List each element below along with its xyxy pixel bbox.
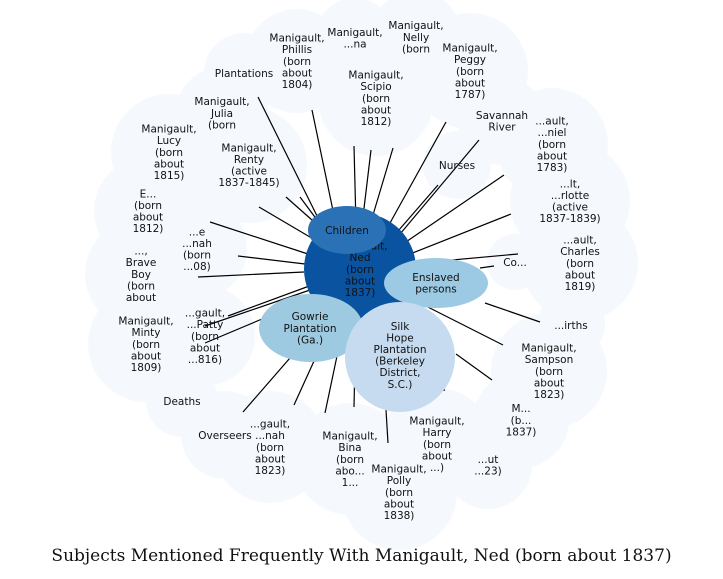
node-label-deaths: Deaths: [163, 396, 200, 408]
node-label-co: Co...: [503, 257, 527, 269]
node-circle-scipio: [318, 40, 434, 156]
node-label-nelly: Manigault,Nelly(born: [388, 20, 443, 55]
edge-23: [385, 409, 389, 444]
children-node-circle: [308, 206, 386, 254]
node-circle-m1823b: [444, 421, 532, 509]
node-label-m1823b: ...ut...23): [474, 454, 501, 478]
edge-8: [399, 174, 505, 247]
diagram-caption: Subjects Mentioned Frequently With Manig…: [51, 546, 672, 566]
children-node-label: Children: [325, 225, 369, 237]
node-circle-nurses: [423, 131, 491, 199]
edge-9: [404, 213, 512, 257]
major-nodes: Manigault,Ned(bornabout1837)ChildrenGowr…: [259, 206, 488, 412]
edge-6: [391, 184, 439, 239]
node-label-plantations: Plantations: [215, 68, 273, 80]
node-circle-polly: [341, 434, 457, 550]
edge-25: [455, 353, 493, 381]
edge-12: [258, 206, 316, 241]
node-label-m1837: M...(b...1837): [506, 403, 537, 438]
edge-15: [197, 271, 305, 278]
background-node-circles: [85, 0, 638, 550]
edge-14: [237, 255, 306, 265]
edge-13: [209, 221, 309, 255]
node-label-julia: Manigault,Julia(born: [194, 96, 249, 131]
enslaved-node-circle: [384, 258, 488, 308]
silk-hope-node-circle: [345, 302, 455, 412]
edge-17: [204, 289, 311, 327]
node-label-overseers: Overseers: [198, 430, 251, 442]
edge-28: [227, 284, 313, 317]
edge-7: [394, 139, 480, 241]
node-label-nurses: Nurses: [439, 160, 475, 172]
edge-4: [369, 147, 394, 226]
node-circle-co: [487, 234, 543, 290]
edge-5: [384, 121, 447, 233]
edge-11: [479, 265, 495, 269]
node-label-births: ...irths: [554, 320, 588, 332]
edge-0: [257, 96, 326, 233]
edge-27: [484, 302, 541, 323]
edge-1: [311, 109, 337, 226]
node-label-hannah: ...e...nah(born...08): [182, 226, 212, 273]
node-circle-charles: [522, 205, 638, 321]
edge-lines: [197, 96, 541, 444]
node-label-m2: Manigault,...na: [327, 27, 382, 51]
gowrie-node-circle: [259, 294, 363, 362]
